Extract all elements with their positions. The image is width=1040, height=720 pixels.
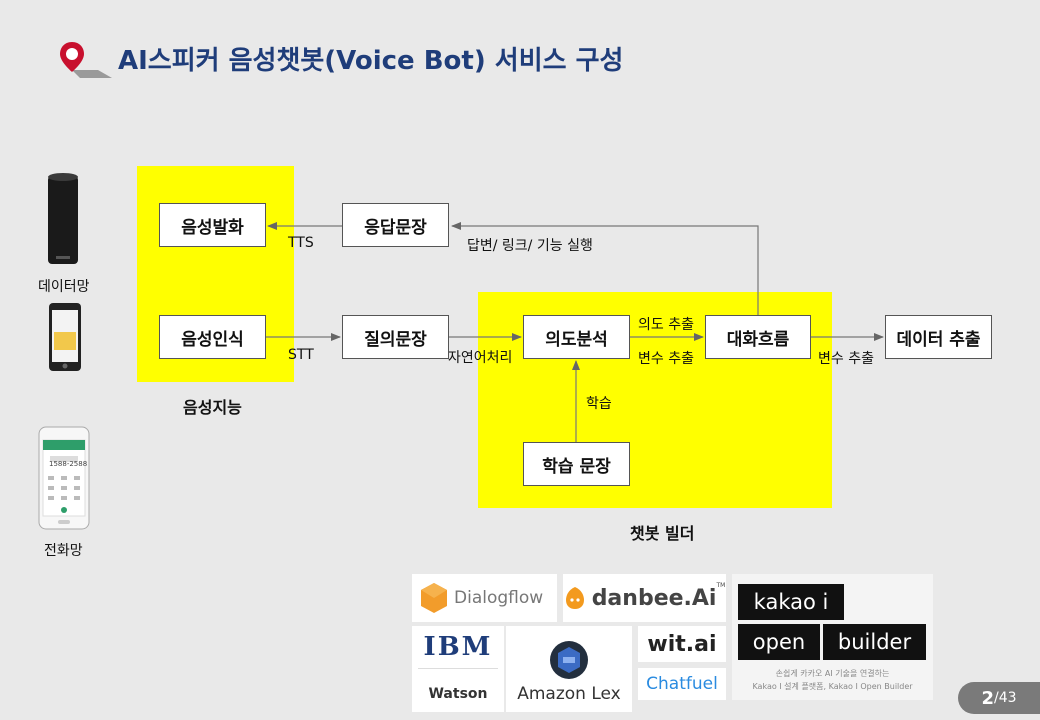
ibm-watson-logo: IBM Watson [412,626,504,712]
amazon-lex-logo: Amazon Lex [506,626,632,712]
phone-number-text: 1588-2588 [49,460,88,468]
voice-recognition-node: 음성인식 [159,315,266,359]
nlp-label: 자연어처리 [448,350,513,366]
variable-extract-label: 변수 추출 [638,351,694,367]
chatfuel-logo: Chatfuel [638,668,726,700]
location-pin-icon [58,40,114,84]
query-sentence-node: 질의문장 [342,315,449,359]
data-extraction-node: 데이터 추출 [885,315,992,359]
voice-utterance-node: 음성발화 [159,203,266,247]
dialog-flow-node: 대화흐름 [705,315,811,359]
voice-ai-label: 음성지능 [183,398,242,417]
variable-extract-label: 변수 추출 [818,351,874,367]
amazon-lex-icon [550,641,588,679]
dialogflow-logo: Dialogflow [412,574,557,622]
smart-speaker-icon [46,172,80,270]
phone-network-label: 전화망 [44,543,83,559]
smartphone-icon [48,302,82,376]
training-sentence-node: 학습 문장 [523,442,630,486]
dialogflow-icon [421,583,447,613]
intent-extract-label: 의도 추출 [638,317,694,333]
mobile-phone-icon [38,426,90,534]
page-title: AI스피커 음성챗봇(Voice Bot) 서비스 구성 [118,46,624,76]
tts-label: TTS [288,235,314,251]
danbee-icon [565,587,584,609]
response-sentence-node: 응답문장 [342,203,449,247]
kakao-open-builder-logo: kakao i open builder 손쉽게 카카오 AI 기술을 연결하는… [732,574,933,700]
chatbot-builder-label: 챗봇 빌더 [630,524,695,543]
training-label: 학습 [586,396,612,412]
intent-analysis-node: 의도분석 [523,315,630,359]
wit-ai-logo: wit.ai [638,626,726,662]
stt-label: STT [288,347,314,363]
answer-link-action-label: 답변/ 링크/ 기능 실행 [467,238,593,254]
page-indicator: 2/43 [958,682,1040,714]
data-network-label: 데이터망 [38,279,90,295]
danbee-logo: danbee.Ai TM [563,574,726,622]
